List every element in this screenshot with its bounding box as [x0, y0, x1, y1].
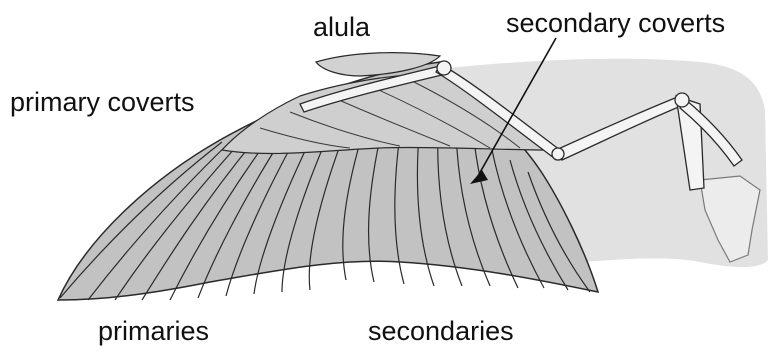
label-secondaries: secondaries — [368, 318, 514, 345]
label-secondary-coverts: secondary coverts — [506, 10, 725, 37]
label-alula: alula — [313, 14, 370, 41]
label-primaries: primaries — [98, 318, 209, 345]
label-primary-coverts: primary coverts — [10, 89, 195, 116]
